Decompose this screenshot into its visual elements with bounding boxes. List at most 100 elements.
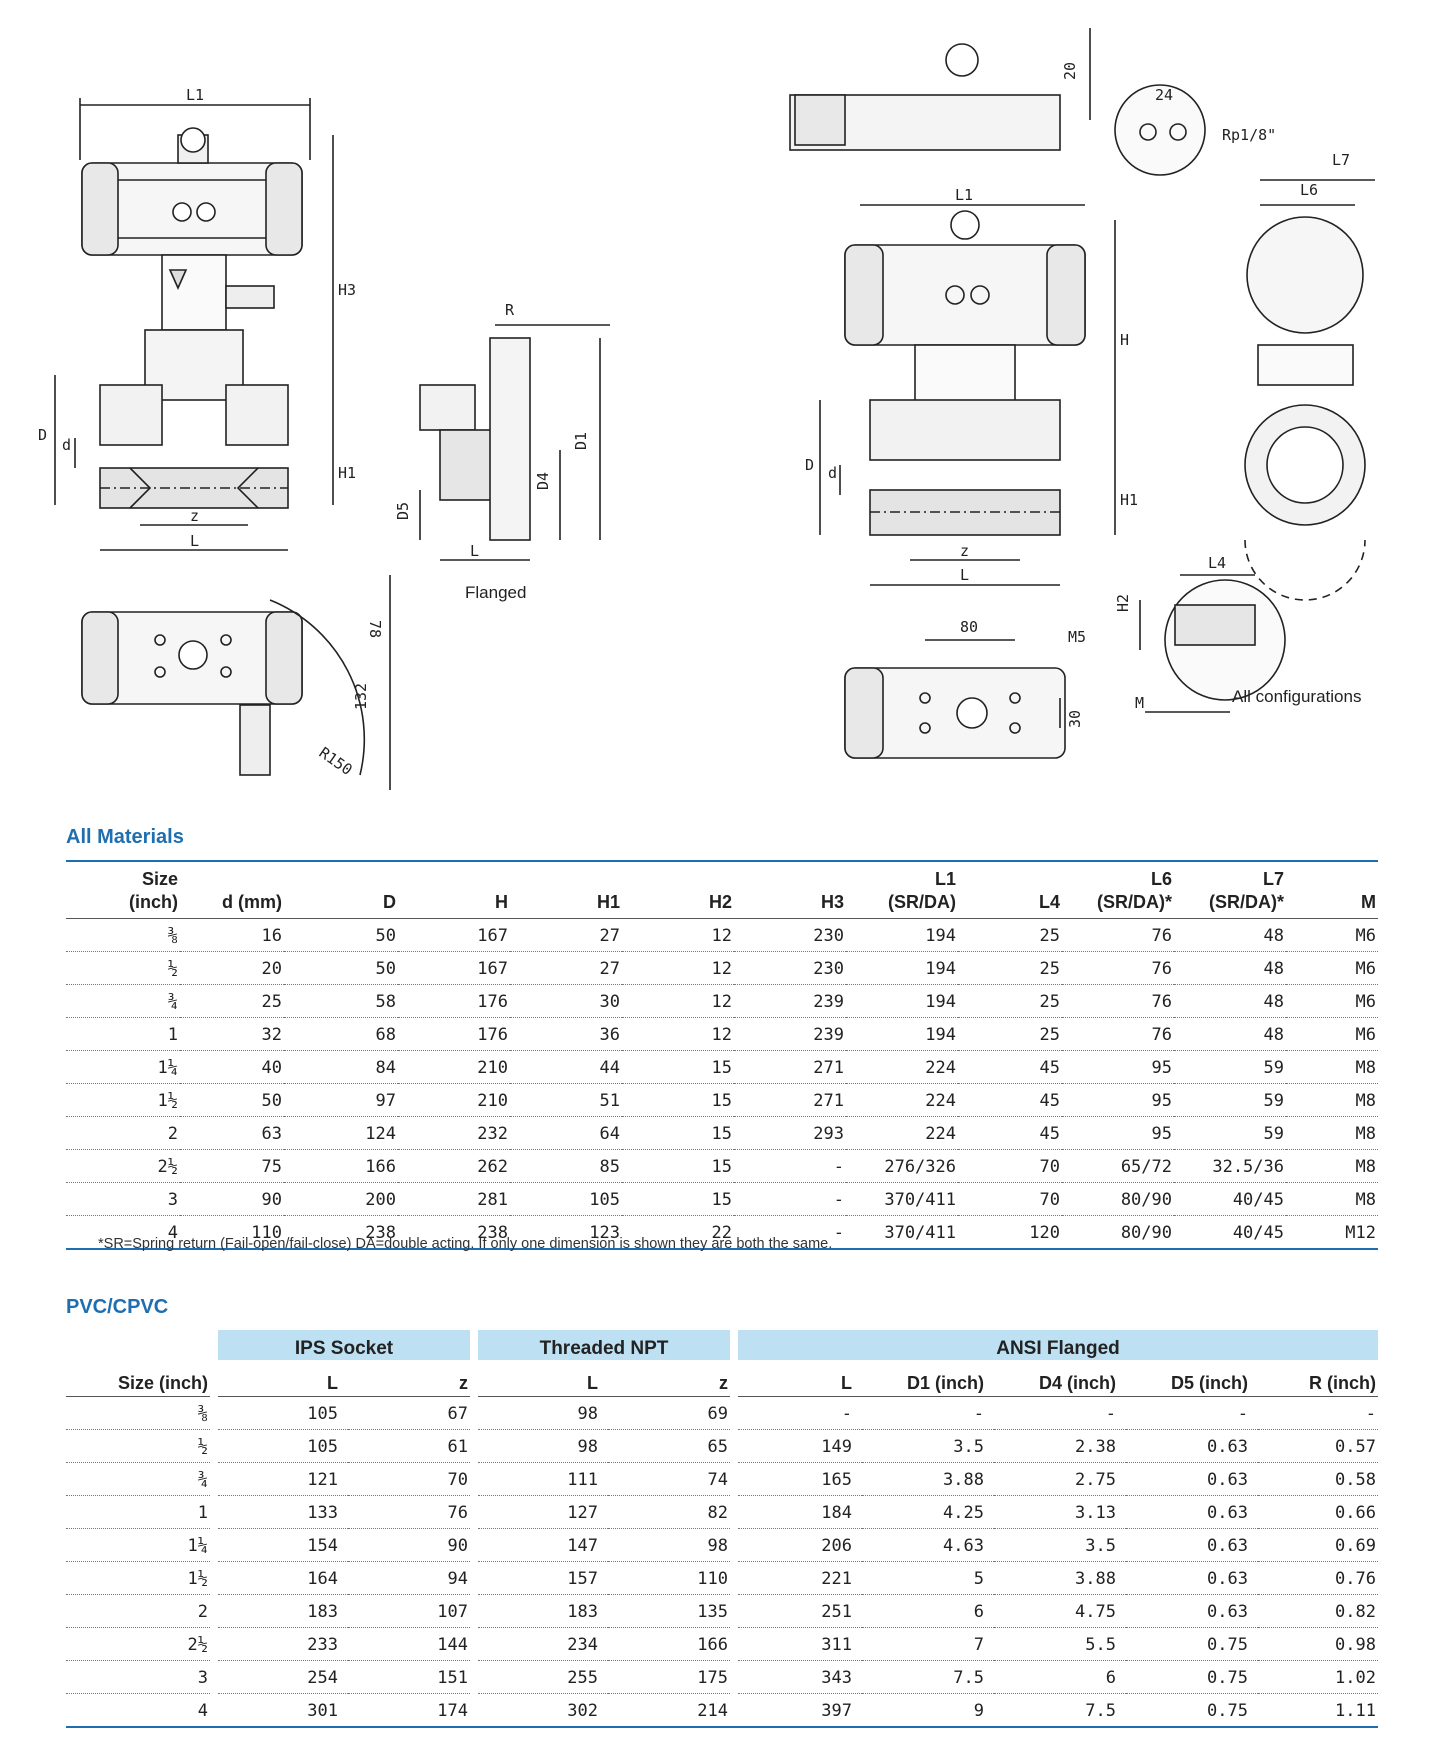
table-cell: -	[994, 1397, 1126, 1430]
all-materials-title: All Materials	[66, 826, 184, 848]
table-cell: 167	[398, 951, 510, 985]
table-cell: 251	[738, 1595, 862, 1628]
table-cell: 238	[477, 1223, 508, 1243]
col-ansi-L: L	[738, 1360, 862, 1397]
table-cell: 16	[180, 918, 284, 952]
table-cell: 230	[734, 918, 846, 952]
table-cell: 0.63	[1126, 1529, 1258, 1562]
table-cell: 176	[398, 1017, 510, 1051]
table-cell: 210	[398, 1083, 510, 1117]
table-cell: 20	[180, 951, 284, 985]
col-d4: D4 (inch)	[994, 1360, 1126, 1397]
dim-label-l-flanged: L	[470, 542, 479, 560]
dim-label-m5: M5	[1068, 628, 1086, 646]
right-top-view	[844, 639, 1066, 759]
col-H3: H3	[734, 861, 846, 919]
col-H: H	[398, 861, 510, 919]
table-cell: 48	[1174, 918, 1286, 952]
table-cell: 214	[697, 1701, 728, 1721]
table-cell: 94	[348, 1562, 470, 1595]
table-cell: 133	[218, 1496, 348, 1529]
table-cell: 80/90	[1120, 1223, 1172, 1243]
table-cell: 302	[567, 1701, 598, 1721]
table-cell: 32.5/36	[1174, 1149, 1286, 1183]
table-cell: 254	[218, 1661, 348, 1694]
table-cell: 90	[180, 1182, 284, 1216]
table-cell: 80/90	[1062, 1182, 1174, 1216]
table-cell: 221	[738, 1562, 862, 1595]
table-cell: 4.75	[994, 1595, 1126, 1628]
table-cell: 0.63	[1126, 1430, 1258, 1463]
table-cell: 233	[218, 1628, 348, 1661]
table-cell: ⅜	[66, 918, 180, 952]
right-front-view	[819, 204, 1116, 586]
table-cell: 7.5	[862, 1661, 994, 1694]
col-ips-L: L	[218, 1360, 348, 1397]
table-cell: 2	[66, 1595, 210, 1628]
dim-label-d5: D5	[394, 502, 412, 520]
table-cell: 194	[846, 918, 958, 952]
table-cell: 176	[398, 984, 510, 1018]
dim-label-30: 30	[1066, 710, 1084, 728]
table-cell: M8	[1286, 1083, 1378, 1117]
dim-label-h3: H3	[338, 281, 356, 299]
table-cell: 59	[1174, 1050, 1286, 1084]
col-npt-L: L	[478, 1360, 608, 1397]
table-cell: 0.63	[1126, 1595, 1258, 1628]
table-cell: 6	[994, 1661, 1126, 1694]
table-cell: 76	[1062, 1017, 1174, 1051]
table-cell: 22	[711, 1223, 732, 1243]
dim-label-d-small: d	[62, 436, 71, 454]
table-cell: M6	[1286, 1017, 1378, 1051]
right-side-view	[1244, 179, 1375, 601]
table-cell: M6	[1286, 951, 1378, 985]
table-cell: 0.63	[1126, 1562, 1258, 1595]
table-cell: 276/326	[846, 1149, 958, 1183]
table-cell: 40	[180, 1050, 284, 1084]
table-cell: 12	[622, 918, 734, 952]
table-cell: 166	[608, 1628, 730, 1661]
table-cell: 238	[365, 1223, 396, 1243]
col-L6: L6(SR/DA)*	[1062, 861, 1174, 919]
table-cell: 111	[478, 1463, 608, 1496]
table-cell: 3.13	[994, 1496, 1126, 1529]
table-cell: 12	[622, 951, 734, 985]
flanged-caption: Flanged	[465, 583, 526, 602]
table-cell: 154	[218, 1529, 348, 1562]
insert-detail	[1139, 574, 1286, 713]
table-cell: 82	[608, 1496, 730, 1529]
dim-label-z: z	[190, 507, 199, 525]
table-cell: 51	[510, 1083, 622, 1117]
table-cell: 5	[862, 1562, 994, 1595]
table-cell: 76	[1062, 918, 1174, 952]
table-cell: 67	[348, 1397, 470, 1430]
table-cell: 76	[1062, 951, 1174, 985]
table-cell: -	[734, 1149, 846, 1183]
table-cell: 343	[738, 1661, 862, 1694]
table-cell: 63	[180, 1116, 284, 1150]
table-cell: 184	[738, 1496, 862, 1529]
table-cell: 121	[218, 1463, 348, 1496]
table-cell: 50	[284, 951, 398, 985]
group-threaded-npt: Threaded NPT	[478, 1330, 730, 1360]
table-cell: 58	[284, 984, 398, 1018]
dim-label-m: M	[1135, 694, 1144, 712]
table-cell: 164	[218, 1562, 348, 1595]
table-cell: 183	[218, 1595, 348, 1628]
table-cell: 50	[284, 918, 398, 952]
table-cell: 70	[958, 1182, 1062, 1216]
technical-drawings: L1 H3 H1 D d z L 78 132 R150	[0, 0, 1436, 810]
table-cell: 27	[510, 951, 622, 985]
dim-label-h1-right: H1	[1120, 491, 1138, 509]
table-cell: 124	[284, 1116, 398, 1150]
table-cell: ½	[66, 951, 180, 985]
dim-label-l6: L6	[1300, 181, 1318, 199]
table-cell: 2	[66, 1116, 180, 1150]
col-size: Size(inch)	[66, 861, 180, 919]
table-cell: 36	[510, 1017, 622, 1051]
table-cell: M12	[1345, 1223, 1376, 1243]
